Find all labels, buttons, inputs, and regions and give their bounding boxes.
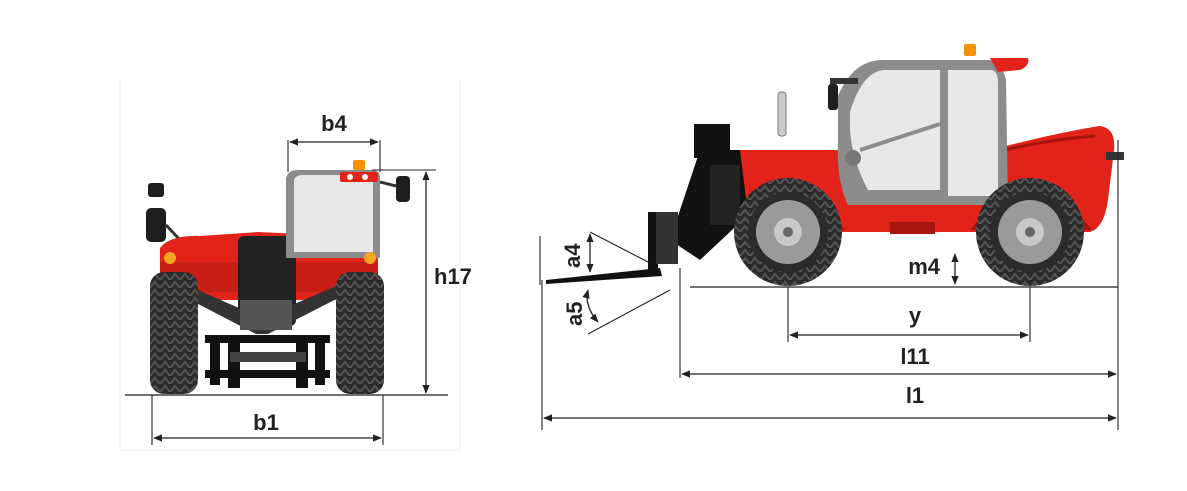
side-boom (670, 124, 748, 260)
left-mirror-icon (146, 183, 182, 242)
label-h17: h17 (434, 264, 472, 289)
dim-a4: a4 (539, 231, 649, 285)
dim-m4: m4 (908, 253, 959, 285)
dim-l1: l1 (541, 280, 1117, 430)
label-m4: m4 (908, 254, 941, 279)
dim-l11: l11 (679, 140, 1119, 430)
front-fork-carriage (205, 335, 330, 388)
beacon-icon (353, 160, 365, 170)
label-l1: l1 (906, 383, 924, 408)
label-y: y (909, 303, 922, 328)
dim-a5: a5 (562, 289, 671, 335)
right-mirror-icon (396, 176, 410, 202)
side-front-wheel (734, 178, 842, 286)
label-b4: b4 (321, 111, 347, 136)
dim-b1: b1 (151, 395, 384, 445)
label-a4: a4 (560, 243, 585, 268)
side-rear-wheel (976, 178, 1084, 286)
dim-b4: b4 (287, 111, 381, 172)
side-beacon-icon (964, 44, 976, 56)
side-fork (546, 212, 678, 284)
front-right-tyre (336, 272, 384, 394)
front-left-tyre (150, 272, 198, 394)
side-view-machine (546, 44, 1124, 288)
background-guides (119, 80, 461, 451)
dim-h17: h17 (372, 169, 472, 394)
side-mirror-icon (828, 84, 838, 110)
front-view-machine (125, 160, 448, 396)
label-b1: b1 (253, 410, 279, 435)
dim-y: y (787, 287, 1031, 342)
label-a5: a5 (562, 302, 587, 326)
label-l11: l11 (900, 344, 929, 369)
